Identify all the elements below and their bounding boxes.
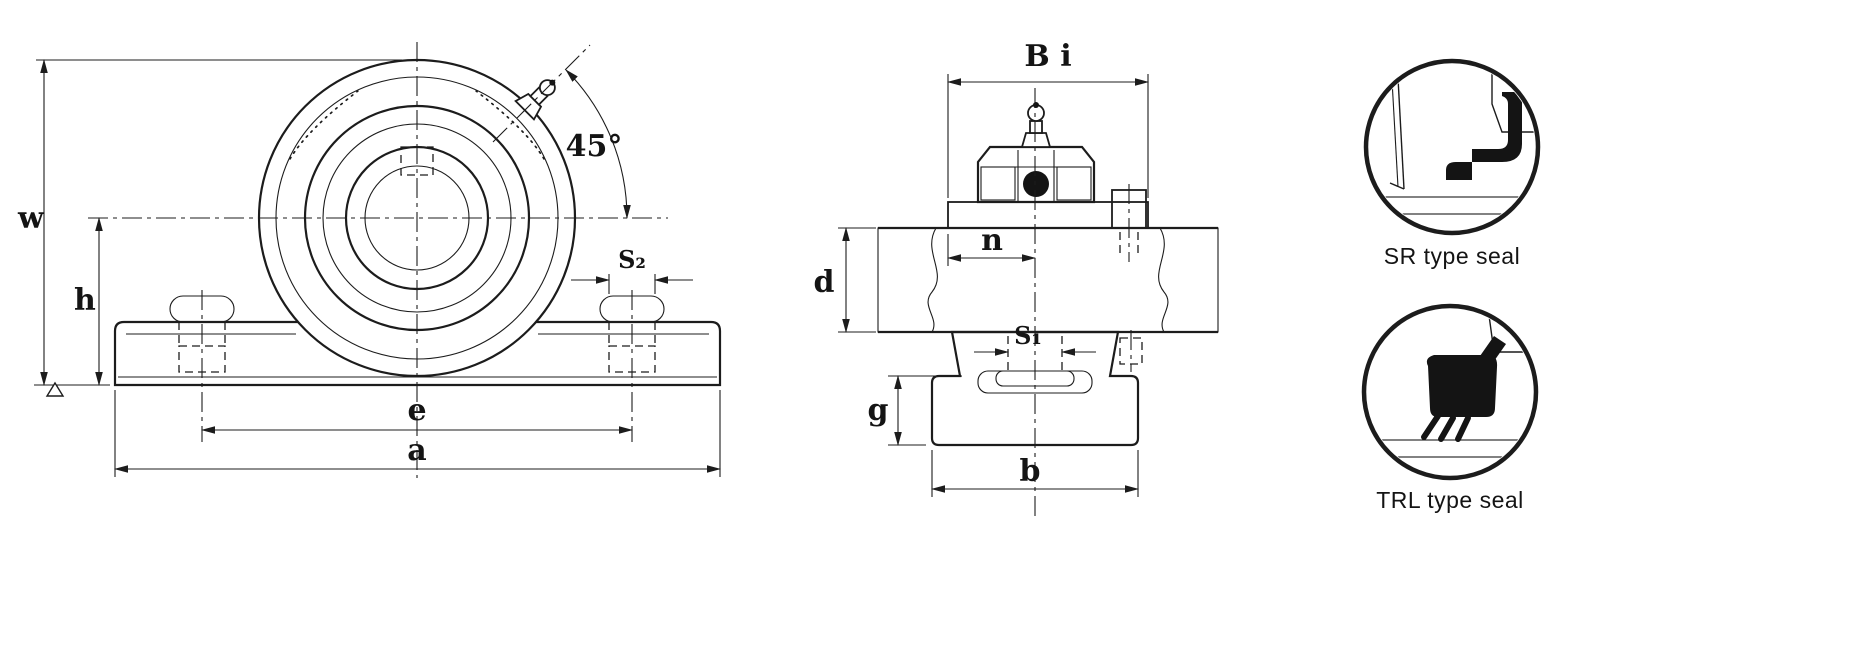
dim-w: w: [17, 59, 402, 386]
dim-s2: S₂: [571, 245, 693, 294]
dim-angle-45: 45°: [565, 69, 631, 219]
seal-label-sr: SR type seal: [1384, 243, 1520, 269]
dim-label-g: g: [868, 393, 889, 428]
dim-label-w: w: [17, 201, 45, 236]
side-view: B i n d S₁ g: [814, 39, 1219, 520]
dim-label-a: a: [407, 433, 426, 468]
dim-b: b: [931, 450, 1139, 497]
dim-n: n: [947, 223, 1036, 266]
shaft: [877, 226, 1219, 334]
dim-g: g: [868, 375, 962, 446]
dim-s1: S₁: [974, 321, 1096, 356]
seal-detail-sr: SR type seal: [1363, 58, 1541, 269]
seal-label-trl: TRL type seal: [1376, 487, 1524, 513]
fitting-axis-line: [492, 44, 591, 143]
front-view: w h e a S₂: [17, 42, 722, 478]
dim-label-bi: B i: [1024, 39, 1071, 74]
dim-label-angle: 45°: [566, 129, 623, 164]
dim-label-d: d: [814, 265, 835, 300]
dim-label-e: e: [407, 393, 426, 428]
dim-label-b: b: [1020, 454, 1041, 489]
dim-label-s1: S₁: [1014, 321, 1042, 350]
dim-e: e: [201, 393, 633, 434]
dim-d: d: [814, 227, 876, 333]
grease-fitting-side: [1020, 102, 1052, 148]
bearing-section: [947, 145, 1149, 262]
datum-triangle: [45, 381, 65, 397]
dim-label-s2: S₂: [618, 245, 646, 274]
dim-bi: B i: [947, 39, 1149, 198]
dim-label-h: h: [74, 283, 96, 318]
seal-detail-trl: TRL type seal: [1361, 303, 1539, 513]
dim-label-n: n: [981, 223, 1003, 258]
dim-a: a: [114, 390, 721, 477]
dim-h: h: [74, 217, 103, 386]
